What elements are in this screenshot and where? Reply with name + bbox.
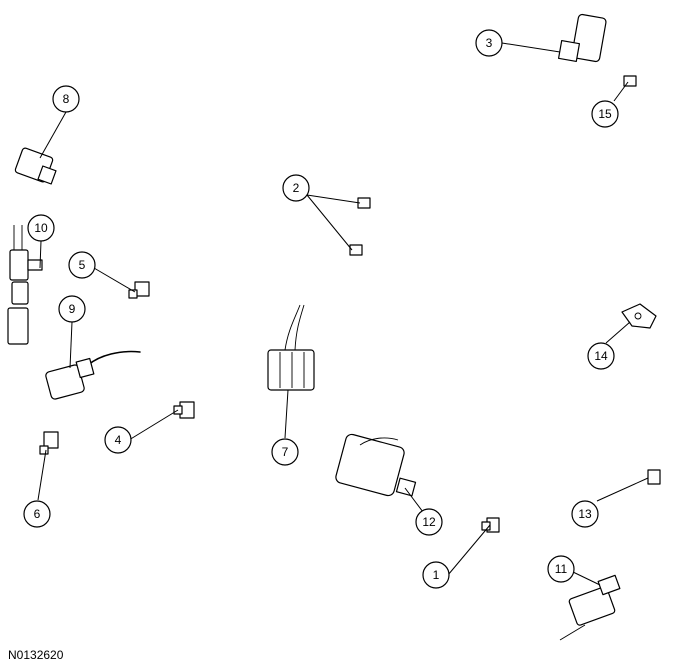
callout-7-label: 7: [282, 445, 289, 459]
callout-5-label: 5: [79, 258, 86, 272]
clip-5: [128, 281, 150, 299]
callout-4-label: 4: [115, 433, 122, 447]
connector-10: [7, 225, 43, 345]
callout-9: 9: [58, 295, 86, 323]
callout-12: 12: [415, 508, 443, 536]
callout-9-label: 9: [69, 302, 76, 316]
clip-13: [647, 469, 661, 485]
callout-6-label: 6: [34, 507, 41, 521]
callout-13: 13: [571, 500, 599, 528]
callout-10: 10: [27, 214, 55, 242]
callout-1: 1: [422, 561, 450, 589]
connector-11: [559, 574, 621, 641]
clip-6: [39, 431, 59, 455]
callout-5: 5: [68, 251, 96, 279]
callout-14: 14: [587, 342, 615, 370]
callout-13-label: 13: [578, 507, 592, 521]
callout-11-label: 11: [555, 562, 568, 576]
harness-bundles: [13, 26, 651, 615]
callout-1-label: 1: [433, 568, 440, 582]
leader-lines: [37, 42, 649, 586]
callout-15-label: 15: [598, 107, 612, 121]
callout-3: 3: [475, 29, 503, 57]
callout-8: 8: [52, 85, 80, 113]
callout-14-label: 14: [594, 349, 608, 363]
callout-7: 7: [271, 438, 299, 466]
connector-12: [335, 433, 417, 497]
connector-7: [267, 304, 315, 391]
clip-2: [349, 197, 371, 256]
clip-14: [621, 303, 657, 329]
connector-8: [14, 147, 57, 185]
connector-9: [45, 357, 95, 400]
connector-3: [557, 13, 607, 63]
callout-8-label: 8: [63, 92, 70, 106]
callout-4: 4: [104, 426, 132, 454]
callout-12-label: 12: [422, 515, 436, 529]
components: [7, 13, 661, 641]
clip-4: [173, 401, 195, 419]
callout-2: 2: [282, 174, 310, 202]
clip-15: [623, 75, 637, 87]
callout-11: 11: [547, 555, 575, 583]
callout-6: 6: [23, 500, 51, 528]
callout-2-label: 2: [293, 181, 300, 195]
callout-15: 15: [591, 100, 619, 128]
figure-code: N0132620: [8, 648, 64, 662]
callout-10-label: 10: [34, 221, 48, 235]
callout-3-label: 3: [486, 36, 493, 50]
